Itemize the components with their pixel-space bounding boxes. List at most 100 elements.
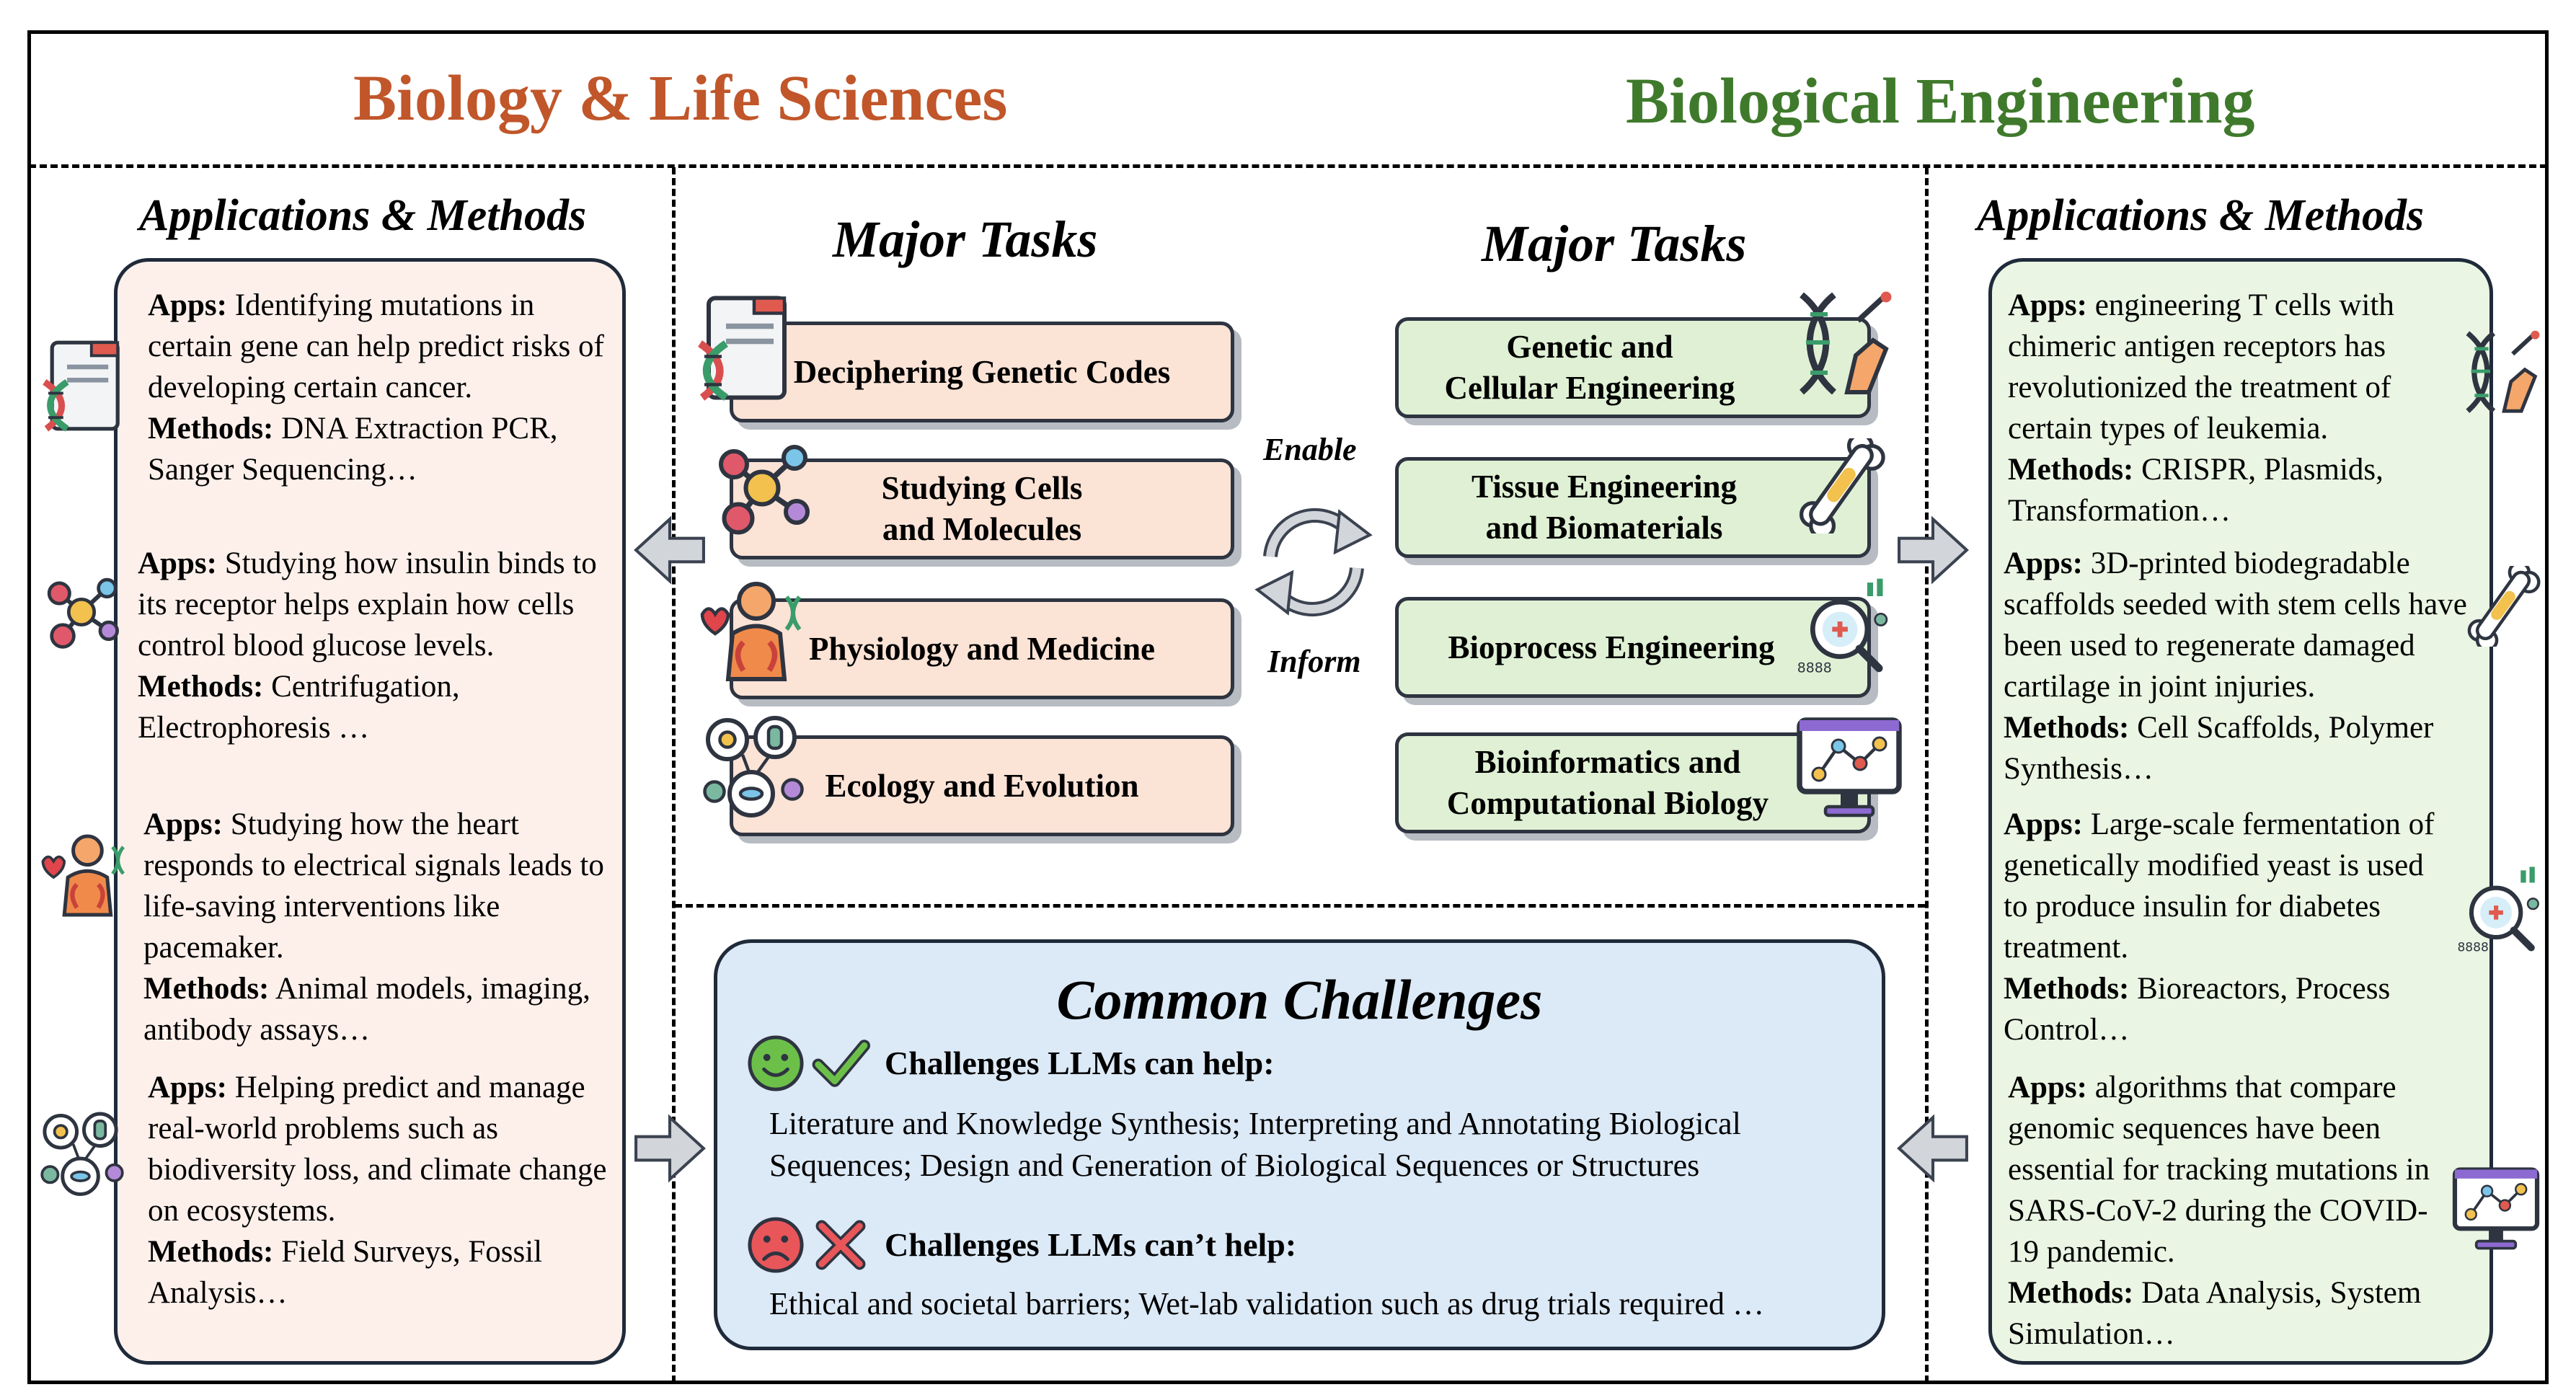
methods-text: DNA Extraction PCR, Sanger Sequencing…: [148, 412, 558, 487]
smile-face-icon: [748, 1035, 804, 1091]
left-entry-2: Apps: Studying how insulin binds to its …: [138, 543, 617, 748]
computer-network-icon: [2451, 1164, 2541, 1254]
right-entry-2: Apps: 3D-printed biodegradable scaffolds…: [2004, 543, 2483, 789]
task-line: and Molecules: [882, 511, 1082, 547]
apps-text: Large-scale fermentation of genetically …: [2004, 807, 2435, 965]
left-entry-3: Apps: Studying how the heart responds to…: [143, 804, 612, 1050]
ecology-icon: [37, 1110, 127, 1200]
right-column-divider: [1925, 167, 1929, 1383]
methods-label: Methods:: [2004, 711, 2130, 745]
right-entry-4: Apps: algorithms that compare genomic se…: [2008, 1067, 2458, 1355]
task-deciphering-genetic-codes: Deciphering Genetic Codes: [730, 322, 1234, 422]
dna-document-icon: [694, 288, 802, 407]
left-applications-panel: Apps: Identifying mutations in certain g…: [114, 258, 626, 1365]
methods-text: Centrifugation, Electrophoresis …: [138, 670, 460, 745]
methods-label: Methods:: [2004, 972, 2130, 1006]
arrow-right-to-engineering-icon: [1896, 513, 1970, 587]
methods-text: Cell Scaffolds, Polymer Synthesis…: [2004, 711, 2434, 786]
apps-text: Studying how the heart responds to elect…: [143, 807, 604, 965]
task-line: Ecology and Evolution: [825, 767, 1139, 804]
right-entry-3: Apps: Large-scale fermentation of geneti…: [2004, 804, 2454, 1050]
task-bioprocess-engineering: Bioprocess Engineering: [1395, 597, 1871, 698]
heart-physiology-icon: [696, 575, 804, 683]
bioprocess-lab-icon: [2456, 865, 2544, 953]
header-divider: [29, 164, 2547, 168]
challenges-title: Common Challenges: [1056, 968, 1543, 1031]
methods-text: Bioreactors, Process Control…: [2004, 972, 2391, 1047]
left-column-divider: [672, 167, 676, 1383]
cant-help-label: Challenges LLMs can’t help:: [885, 1226, 1297, 1263]
task-line: Cellular Engineering: [1444, 370, 1735, 406]
inform-label: Inform: [1267, 644, 1361, 679]
apps-label: Apps:: [143, 807, 223, 841]
dna-document-icon: [39, 339, 133, 433]
methods-text: Field Surveys, Fossil Analysis…: [148, 1235, 543, 1310]
methods-label: Methods:: [148, 412, 274, 446]
left-entry-1: Apps: Identifying mutations in certain g…: [148, 285, 609, 490]
left-apps-heading: Applications & Methods: [139, 191, 587, 240]
task-studying-cells-molecules: Studying Cells and Molecules: [730, 458, 1234, 559]
arrow-left-to-challenges-icon: [1896, 1112, 1970, 1185]
molecule-icon: [708, 434, 816, 542]
heart-physiology-icon: [37, 829, 127, 918]
biology-title: Biology & Life Sciences: [353, 63, 1008, 134]
methods-label: Methods:: [2008, 1276, 2134, 1310]
sad-face-icon: [748, 1217, 804, 1273]
apps-label: Apps:: [2004, 546, 2083, 580]
dna-editing-icon: [1787, 288, 1895, 396]
left-entry-4: Apps: Helping predict and manage real-wo…: [148, 1067, 613, 1313]
task-line: Physiology and Medicine: [808, 630, 1156, 667]
methods-label: Methods:: [2008, 453, 2134, 487]
task-tissue-engineering-biomaterials: Tissue Engineering and Biomaterials: [1395, 457, 1871, 558]
apps-text: Identifying mutations in certain gene ca…: [148, 288, 604, 404]
task-line: Bioinformatics and: [1474, 744, 1741, 780]
right-apps-heading: Applications & Methods: [1977, 191, 2425, 240]
apps-text: Helping predict and manage real-world pr…: [148, 1071, 607, 1228]
task-line: Deciphering Genetic Codes: [793, 353, 1171, 390]
apps-label: Apps:: [2008, 288, 2087, 322]
cross-icon: [815, 1220, 866, 1270]
bone-implant-icon: [1794, 438, 1889, 533]
task-line: Bioprocess Engineering: [1448, 629, 1775, 665]
common-challenges-box: Common Challenges Challenges LLMs can he…: [714, 939, 1885, 1350]
enable-label: Enable: [1263, 432, 1357, 467]
methods-label: Methods:: [143, 972, 270, 1006]
arrow-right-to-challenges-icon: [633, 1112, 707, 1185]
dna-editing-icon: [2456, 328, 2542, 415]
apps-label: Apps:: [148, 288, 227, 322]
apps-label: Apps:: [2004, 807, 2083, 841]
apps-label: Apps:: [138, 546, 217, 580]
task-line: and Biomaterials: [1485, 510, 1723, 546]
molecule-icon: [39, 570, 124, 655]
diagram-frame: [27, 30, 2549, 1384]
bone-implant-icon: [2463, 566, 2544, 647]
apps-text: 3D-printed biodegradable scaffolds seede…: [2004, 546, 2467, 704]
methods-label: Methods:: [148, 1235, 274, 1269]
right-major-tasks-heading: Major Tasks: [1482, 215, 1747, 273]
engineering-title: Biological Engineering: [1626, 66, 2255, 137]
apps-text: algorithms that compare genomic sequence…: [2008, 1071, 2430, 1269]
task-line: Studying Cells: [881, 470, 1083, 506]
task-physiology-medicine: Physiology and Medicine: [730, 598, 1234, 699]
arrow-left-to-biology-icon: [633, 513, 707, 587]
cant-help-text: Ethical and societal barriers; Wet-lab v…: [769, 1286, 1764, 1321]
task-ecology-evolution: Ecology and Evolution: [730, 735, 1234, 836]
can-help-label: Challenges LLMs can help:: [885, 1045, 1275, 1081]
methods-text: CRISPR, Plasmids, Transformation…: [2008, 453, 2384, 528]
right-applications-panel: Apps: engineering T cells with chimeric …: [1988, 258, 2493, 1365]
apps-text: Studying how insulin binds to its recept…: [138, 546, 597, 663]
cycle-arrows-icon: [1254, 508, 1373, 616]
right-entry-1: Apps: engineering T cells with chimeric …: [2008, 285, 2458, 531]
check-icon: [812, 1040, 870, 1087]
bioprocess-lab-icon: [1795, 577, 1893, 674]
task-line: Genetic and: [1506, 329, 1673, 365]
methods-label: Methods:: [138, 670, 264, 704]
ecology-icon: [699, 714, 807, 822]
task-line: Tissue Engineering: [1471, 469, 1737, 505]
can-help-text: Literature and Knowledge Synthesis; Inte…: [769, 1106, 1741, 1183]
methods-text: Animal models, imaging, antibody assays…: [143, 972, 590, 1047]
tasks-challenges-divider: [675, 904, 1925, 908]
apps-label: Apps:: [148, 1071, 227, 1104]
